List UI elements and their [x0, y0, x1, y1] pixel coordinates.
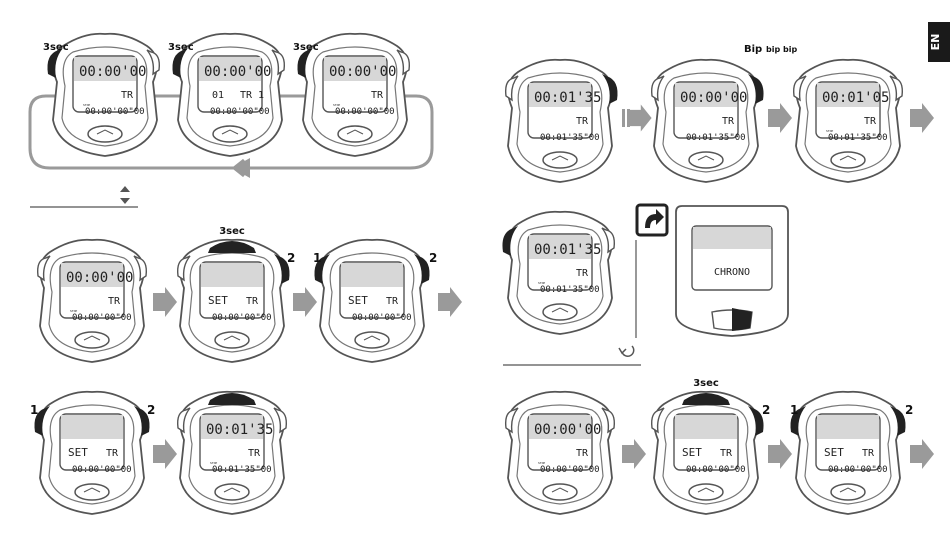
svg-text:00:01'35: 00:01'35	[534, 90, 601, 106]
hold-3sec-label: 3sec	[693, 378, 719, 389]
svg-text:00:01'35: 00:01'35	[534, 242, 601, 258]
up-down-divider	[30, 186, 138, 208]
button-number-2: 2	[147, 403, 155, 417]
button-number-2: 2	[429, 251, 437, 265]
svg-text:TR: TR	[371, 90, 384, 101]
svg-text:SET: SET	[682, 446, 702, 459]
button-number-1: 1	[313, 251, 321, 265]
svg-text:TR: TR	[106, 448, 119, 459]
watch-chrono-mode: CHRONO	[675, 205, 789, 337]
watch-f2: SET TR 00:00'00"00	[650, 390, 764, 515]
svg-text:00:00'00"00: 00:00'00"00	[212, 313, 272, 323]
svg-text:00:01'35"00: 00:01'35"00	[212, 465, 272, 475]
svg-text:STOP: STOP	[210, 461, 217, 465]
svg-text:CHRONO: CHRONO	[714, 267, 750, 278]
language-tab	[928, 22, 950, 62]
svg-text:TR: TR	[576, 448, 589, 459]
svg-text:01: 01	[212, 90, 224, 101]
watch-b3: SET TR 00:00'00"00	[314, 238, 430, 363]
hold-3sec-label: 3sec	[219, 226, 245, 237]
svg-text:00:00'00"00: 00:00'00"00	[540, 465, 600, 475]
svg-text:00:01'05: 00:01'05	[822, 90, 889, 106]
hold-3sec-label: 3sec	[168, 42, 194, 53]
svg-text:TR: TR	[576, 268, 589, 279]
svg-text:STOP: STOP	[826, 129, 833, 133]
language-tab-label: EN	[929, 34, 942, 51]
svg-text:00:00'00"00: 00:00'00"00	[85, 107, 145, 117]
svg-text:TR: TR	[720, 448, 733, 459]
svg-text:SET: SET	[208, 294, 228, 307]
watch-f3: SET TR 00:00'00"00	[790, 390, 906, 515]
hold-3sec-label: 3sec	[293, 42, 319, 53]
svg-text:STOP: STOP	[70, 309, 77, 313]
svg-text:00:01'35"00: 00:01'35"00	[686, 133, 746, 143]
svg-text:SET: SET	[348, 294, 368, 307]
svg-text:00:00'00: 00:00'00	[79, 64, 146, 80]
svg-text:TR: TR	[248, 448, 261, 459]
svg-text:00:00'00"00: 00:00'00"00	[828, 465, 888, 475]
svg-text:00:01'35: 00:01'35	[206, 422, 273, 438]
svg-text:STOP: STOP	[538, 461, 545, 465]
watch-c2: 00:01'35 TR STOP 00:01'35"00	[176, 390, 288, 515]
svg-text:00:01'35"00: 00:01'35"00	[828, 133, 888, 143]
svg-text:00:00'00: 00:00'00	[204, 64, 271, 80]
svg-text:TR 1: TR 1	[240, 90, 264, 101]
watch-f1: 00:00'00 TR STOP 00:00'00"00	[504, 390, 616, 515]
pause-arrow	[622, 104, 652, 132]
button-number-1: 1	[30, 403, 38, 417]
svg-text:TR: TR	[121, 90, 134, 101]
svg-text:00:00'00: 00:00'00	[534, 422, 601, 438]
svg-text:00:00'00"00: 00:00'00"00	[335, 107, 395, 117]
svg-text:00:01'35"00: 00:01'35"00	[540, 285, 600, 295]
svg-text:00:00'00: 00:00'00	[329, 64, 396, 80]
svg-text:TR: TR	[246, 296, 259, 307]
mode-switch-icon	[635, 203, 669, 237]
svg-text:TR: TR	[864, 116, 877, 127]
svg-text:SET: SET	[824, 446, 844, 459]
svg-text:SET: SET	[68, 446, 88, 459]
svg-text:00:00'00"00: 00:00'00"00	[686, 465, 746, 475]
svg-text:00:00'00"00: 00:00'00"00	[72, 313, 132, 323]
watch-b1: 00:00'00 TR STOP 00:00'00"00	[36, 238, 148, 363]
svg-text:00:00'00"00: 00:00'00"00	[352, 313, 412, 323]
svg-text:TR: TR	[862, 448, 875, 459]
svg-text:00:00'00"00: 00:00'00"00	[210, 107, 270, 117]
svg-text:STOP: STOP	[83, 103, 90, 107]
watch-c1: SET TR 00:00'00"00	[34, 390, 150, 515]
svg-text:00:00'00: 00:00'00	[66, 270, 133, 286]
watch-d3: 00:01'05 TR STOP 00:01'35"00	[792, 58, 904, 183]
button-number-2: 2	[762, 403, 770, 417]
svg-text:TR: TR	[722, 116, 735, 127]
watch-a3: 00:00'00 TR STOP 00:00'00"00	[297, 32, 411, 157]
button-number-1: 1	[790, 403, 798, 417]
watch-a1: 00:00'00 TR STOP 00:00'00"00	[47, 32, 161, 157]
svg-text:00:01'35"00: 00:01'35"00	[540, 133, 600, 143]
svg-text:TR: TR	[386, 296, 399, 307]
svg-text:STOP: STOP	[333, 103, 340, 107]
watch-a2: 00:00'00 01 TR 1 00:00'00"00	[172, 32, 286, 157]
hold-3sec-label: 3sec	[43, 42, 69, 53]
button-number-2: 2	[905, 403, 913, 417]
watch-d1: 00:01'35 TR 00:01'35"00	[504, 58, 618, 183]
loop-track	[28, 94, 434, 178]
watch-e1: 00:01'35 TR STOP 00:01'35"00	[502, 210, 616, 335]
button-number-2: 2	[287, 251, 295, 265]
svg-text:00:00'00: 00:00'00	[680, 90, 747, 106]
svg-text:TR: TR	[576, 116, 589, 127]
bip-label: Bip	[744, 44, 762, 55]
bip-small-label: bip bip	[766, 45, 797, 54]
cycle-divider	[503, 345, 641, 366]
svg-text:TR: TR	[108, 296, 121, 307]
watch-b2: SET TR 00:00'00"00	[176, 238, 290, 363]
svg-text:00:00'00"00: 00:00'00"00	[72, 465, 132, 475]
watch-d2: 00:00'00 TR 00:01'35"00	[650, 58, 764, 183]
svg-text:STOP: STOP	[538, 281, 545, 285]
